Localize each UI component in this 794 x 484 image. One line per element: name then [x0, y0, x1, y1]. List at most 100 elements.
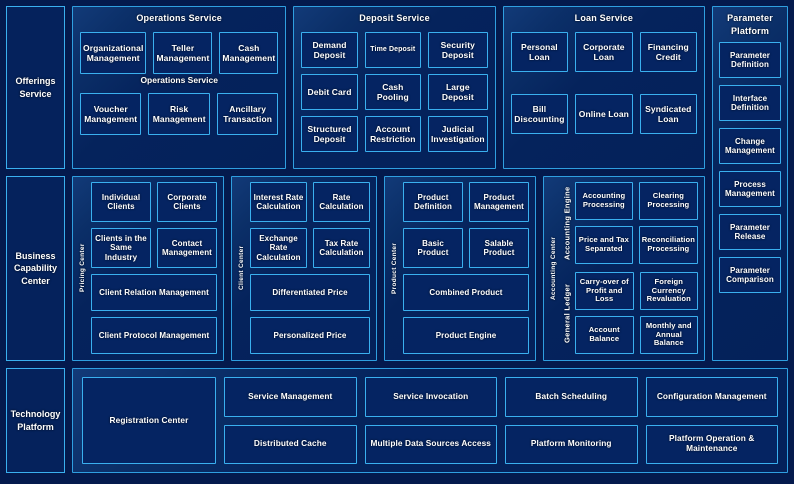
leaf-rate-calculation[interactable]: Rate Calculation: [313, 182, 370, 222]
leaf-service-management[interactable]: Service Management: [224, 377, 357, 417]
leaf-carry-over-profit-loss[interactable]: Carry-over of Profit and Loss: [575, 272, 634, 310]
row-label-offerings-service: Offerings Service: [6, 6, 65, 169]
leaf-financing-credit[interactable]: Financing Credit: [639, 32, 697, 72]
vlabel-accounting-engine: Accounting Engine: [562, 186, 572, 260]
rail-title: Parameter Platform: [719, 12, 781, 38]
group-accounting-center[interactable]: Accounting Center Accounting Engine Acco…: [543, 176, 705, 361]
leaf-corporate-loan[interactable]: Corporate Loan: [575, 32, 633, 72]
rail-item-change-management[interactable]: Change Management: [719, 128, 781, 165]
business-label-line3: Center: [21, 275, 50, 286]
vlabel-client-center: Client Center: [238, 245, 245, 291]
parameter-platform-rail[interactable]: Parameter Platform Parameter Definition …: [712, 6, 788, 361]
leaf-security-deposit[interactable]: Security Deposit: [427, 32, 488, 68]
leaf-reconciliation-processing[interactable]: Reconciliation Processing: [638, 226, 698, 264]
technology-groups: Registration Center Service Management S…: [72, 368, 788, 473]
leaf-accounting-processing[interactable]: Accounting Processing: [575, 182, 633, 220]
leaf-time-deposit[interactable]: Time Deposit: [364, 32, 421, 68]
group-deposit-service[interactable]: Deposit Service Demand Deposit Time Depo…: [293, 6, 496, 169]
leaf-individual-clients[interactable]: Individual Clients: [91, 182, 151, 222]
rail-title-line2: Platform: [730, 26, 770, 37]
leaf-product-engine[interactable]: Product Engine: [403, 317, 529, 354]
rail-item-process-management[interactable]: Process Management: [719, 171, 781, 208]
group-operations-service[interactable]: Operations Service Organizational Manage…: [72, 6, 287, 169]
leaf-product-management[interactable]: Product Management: [469, 182, 529, 222]
leaf-organizational-management[interactable]: Organizational Management: [80, 32, 147, 74]
leaf-demand-deposit[interactable]: Demand Deposit: [301, 32, 358, 68]
leaf-account-restriction[interactable]: Account Restriction: [364, 116, 421, 152]
business-label-line1: Business: [15, 251, 56, 262]
leaf-basic-product[interactable]: Basic Product: [403, 228, 463, 268]
leaf-personalized-price[interactable]: Personalized Price: [250, 317, 370, 354]
leaf-client-protocol-management[interactable]: Client Protocol Management: [91, 317, 217, 354]
group-title-operations-service: Operations Service: [136, 13, 222, 23]
leaf-personal-loan[interactable]: Personal Loan: [510, 32, 569, 72]
group-loan-service[interactable]: Loan Service Personal Loan Corporate Loa…: [502, 6, 706, 169]
leaf-batch-scheduling[interactable]: Batch Scheduling: [505, 377, 638, 417]
leaf-structured-deposit[interactable]: Structured Deposit: [301, 116, 358, 152]
leaf-service-invocation[interactable]: Service Invocation: [364, 377, 497, 417]
group-client-center[interactable]: Client Center Interest Rate Calculation …: [231, 176, 377, 361]
rail-title-line1: Parameter: [727, 13, 773, 23]
leaf-product-definition[interactable]: Product Definition: [403, 182, 463, 222]
group-subtitle-operations-service: Operations Service: [140, 75, 218, 85]
leaf-configuration-management[interactable]: Configuration Management: [645, 377, 778, 417]
vlabel-accounting-center: Accounting Center: [550, 236, 557, 300]
offerings-label-line2: Service: [19, 88, 52, 99]
vlabel-general-ledger: General Ledger: [562, 283, 572, 343]
leaf-distributed-cache[interactable]: Distributed Cache: [224, 424, 357, 464]
group-title-deposit-service: Deposit Service: [359, 13, 430, 23]
leaf-large-deposit[interactable]: Large Deposit: [427, 74, 488, 110]
leaf-contact-management[interactable]: Contact Management: [157, 228, 217, 268]
subgroup-accounting-engine: Accounting Engine Accounting Processing …: [562, 182, 698, 264]
leaf-platform-operation-maintenance[interactable]: Platform Operation & Maintenance: [645, 424, 778, 464]
rail-item-interface-definition[interactable]: Interface Definition: [719, 85, 781, 122]
business-groups: Pricing Center Individual Clients Corpor…: [72, 176, 705, 361]
leaf-exchange-rate-calculation[interactable]: Exchange Rate Calculation: [250, 228, 307, 268]
leaf-client-relation-management[interactable]: Client Relation Management: [91, 274, 217, 311]
leaf-judicial-investigation[interactable]: Judicial Investigation: [427, 116, 488, 152]
group-product-center[interactable]: Product Center Product Definition Produc…: [384, 176, 536, 361]
offerings-groups: Operations Service Organizational Manage…: [72, 6, 706, 169]
leaf-tax-rate-calculation[interactable]: Tax Rate Calculation: [313, 228, 370, 268]
leaf-registration-center[interactable]: Registration Center: [82, 377, 216, 464]
group-pricing-center[interactable]: Pricing Center Individual Clients Corpor…: [72, 176, 224, 361]
leaf-cash-management[interactable]: Cash Management: [219, 32, 279, 74]
leaf-corporate-clients[interactable]: Corporate Clients: [157, 182, 217, 222]
leaf-ancillary-transaction[interactable]: Ancillary Transaction: [216, 93, 279, 135]
leaf-foreign-currency-revaluation[interactable]: Foreign Currency Revaluation: [639, 272, 698, 310]
leaf-salable-product[interactable]: Salable Product: [469, 228, 529, 268]
offerings-service-row: Offerings Service Operations Service Org…: [6, 6, 788, 361]
row-label-business-capability-center: Business Capability Center: [6, 176, 65, 361]
leaf-price-and-tax-separated[interactable]: Price and Tax Separated: [575, 226, 633, 264]
vlabel-product-center: Product Center: [391, 242, 398, 294]
leaf-risk-management[interactable]: Risk Management: [148, 93, 210, 135]
leaf-multiple-data-sources-access[interactable]: Multiple Data Sources Access: [364, 424, 497, 464]
leaf-teller-management[interactable]: Teller Management: [153, 32, 213, 74]
leaf-clearing-processing[interactable]: Clearing Processing: [638, 182, 698, 220]
rail-item-parameter-release[interactable]: Parameter Release: [719, 214, 781, 251]
offerings-label-line1: Offerings: [15, 76, 56, 87]
leaf-differentiated-price[interactable]: Differentiated Price: [250, 274, 370, 311]
leaf-interest-rate-calculation[interactable]: Interest Rate Calculation: [250, 182, 307, 222]
rail-item-parameter-definition[interactable]: Parameter Definition: [719, 42, 781, 79]
vlabel-pricing-center: Pricing Center: [79, 243, 86, 293]
leaf-voucher-management[interactable]: Voucher Management: [80, 93, 142, 135]
leaf-cash-pooling[interactable]: Cash Pooling: [364, 74, 421, 110]
leaf-clients-same-industry[interactable]: Clients in the Same Industry: [91, 228, 151, 268]
group-technology-platform[interactable]: Registration Center Service Management S…: [72, 368, 788, 473]
technology-label-line2: Platform: [17, 421, 54, 432]
leaf-monthly-annual-balance[interactable]: Monthly and Annual Balance: [639, 316, 698, 354]
rail-item-parameter-comparison[interactable]: Parameter Comparison: [719, 257, 781, 294]
leaf-bill-discounting[interactable]: Bill Discounting: [510, 94, 569, 134]
leaf-account-balance[interactable]: Account Balance: [575, 316, 634, 354]
leaf-combined-product[interactable]: Combined Product: [403, 274, 529, 311]
leaf-debit-card[interactable]: Debit Card: [301, 74, 358, 110]
leaf-online-loan[interactable]: Online Loan: [575, 94, 633, 134]
row-label-technology-platform: Technology Platform: [6, 368, 65, 473]
subgroup-general-ledger: General Ledger Carry-over of Profit and …: [562, 272, 698, 354]
technology-platform-row: Technology Platform Registration Center …: [6, 368, 788, 473]
leaf-platform-monitoring[interactable]: Platform Monitoring: [505, 424, 638, 464]
leaf-syndicated-loan[interactable]: Syndicated Loan: [639, 94, 697, 134]
group-title-loan-service: Loan Service: [574, 13, 634, 23]
